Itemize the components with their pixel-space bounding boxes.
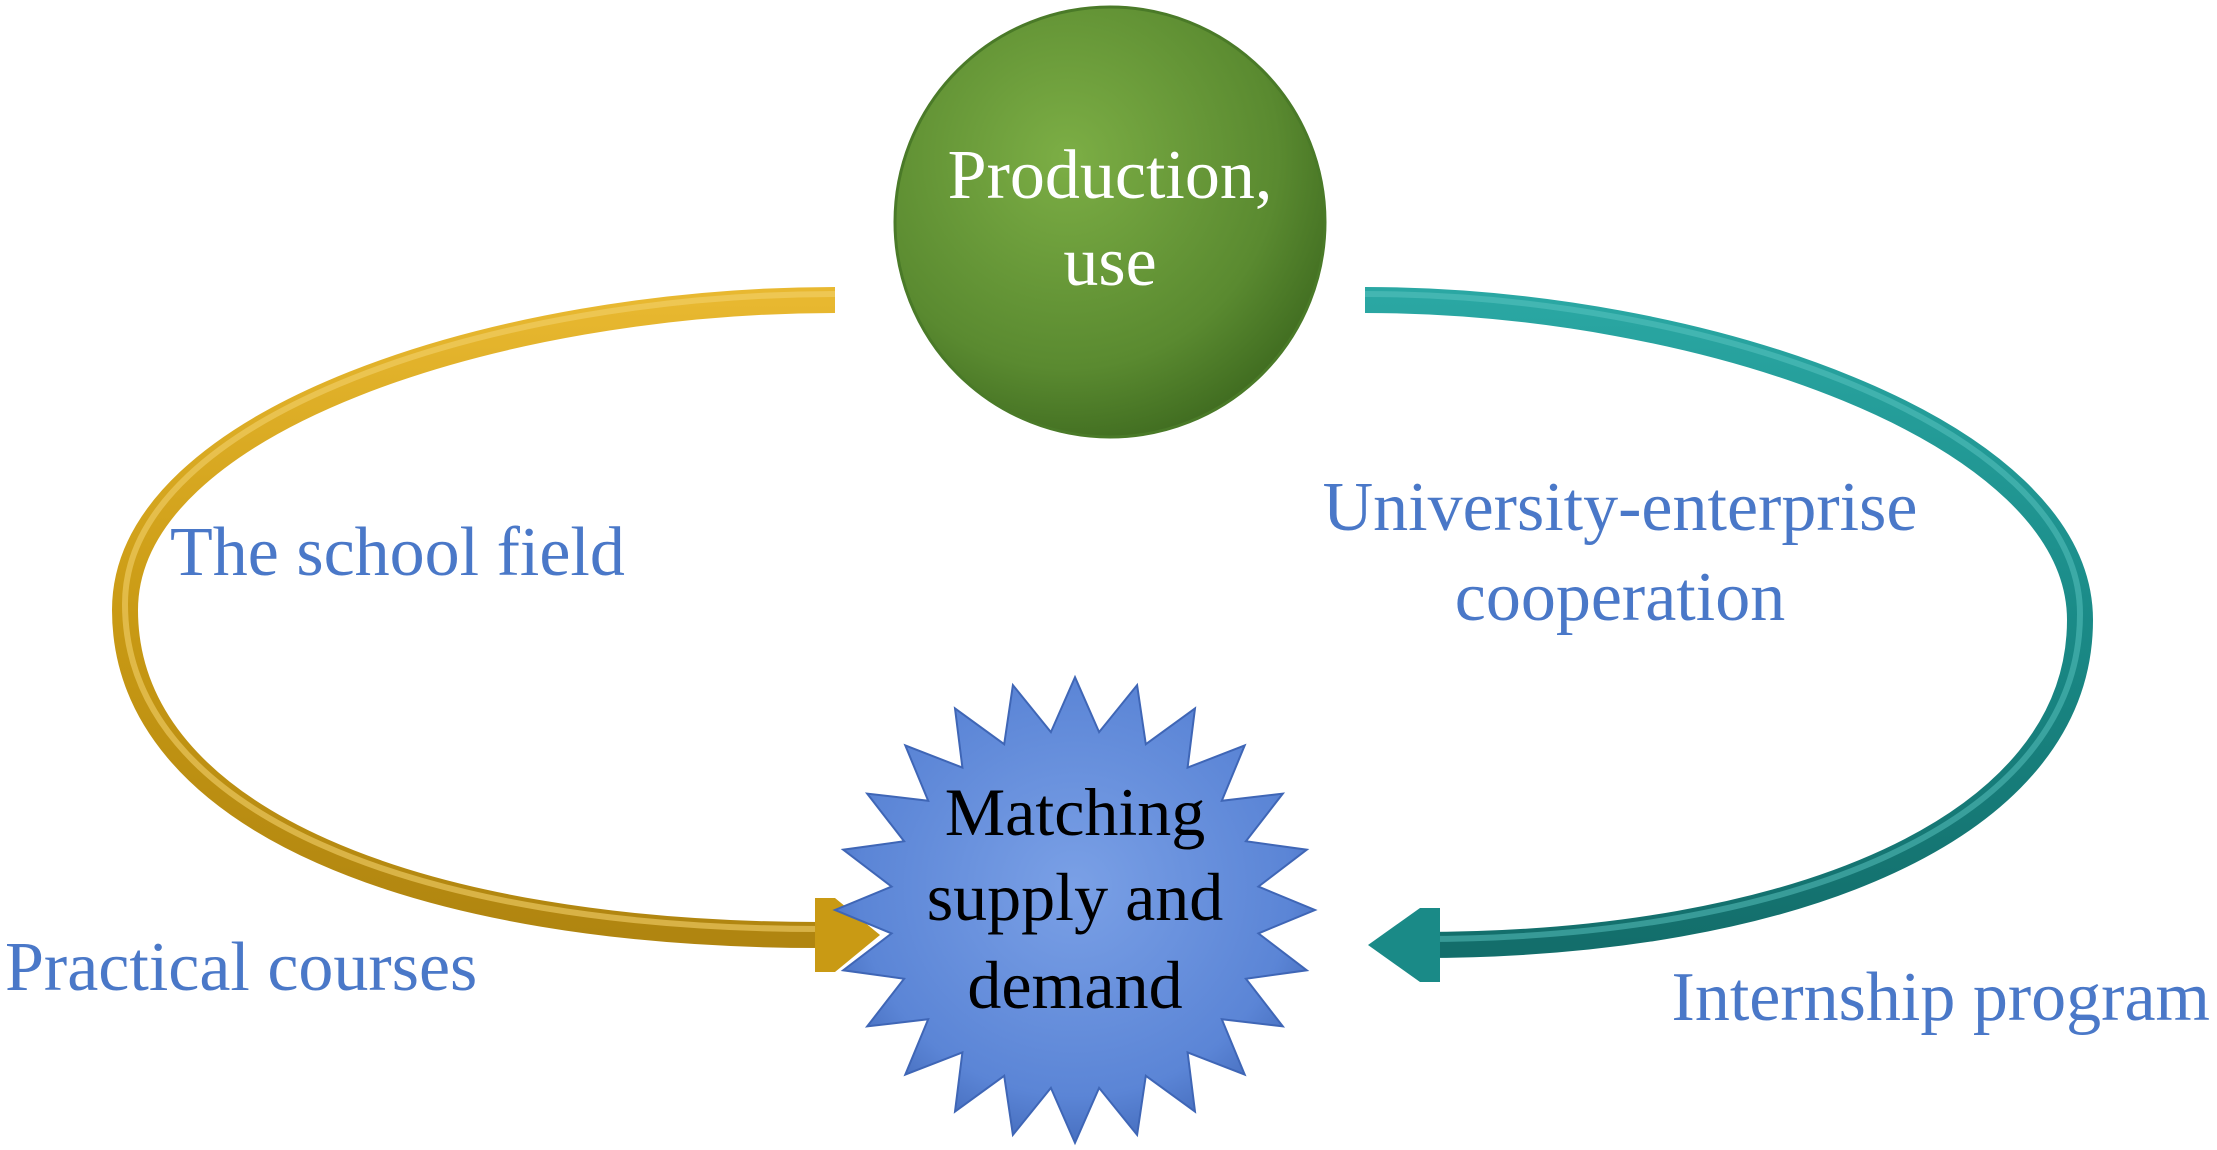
matching-line-2: supply and [927,859,1224,935]
matching-supply-demand-node: Matching supply and demand [832,674,1318,1146]
right-arrowhead [1368,908,1440,982]
matching-line-3: demand [967,947,1182,1023]
right-arc-arrow [1364,287,2094,982]
cooperation-label-line-1: University-enterprise [1323,469,1918,546]
cooperation-label-line-2: cooperation [1455,559,1785,636]
school-field-label: The school field [170,514,625,591]
left-arrowhead [815,898,880,972]
internship-program-label: Internship program [1672,959,2210,1036]
matching-line-1: Matching [945,774,1206,850]
production-use-node: Production, use [893,5,1327,439]
left-arc-arrow [111,287,880,972]
production-use-line-2: use [1063,224,1156,301]
production-use-line-1: Production, [948,137,1273,214]
practical-courses-label: Practical courses [5,929,477,1006]
